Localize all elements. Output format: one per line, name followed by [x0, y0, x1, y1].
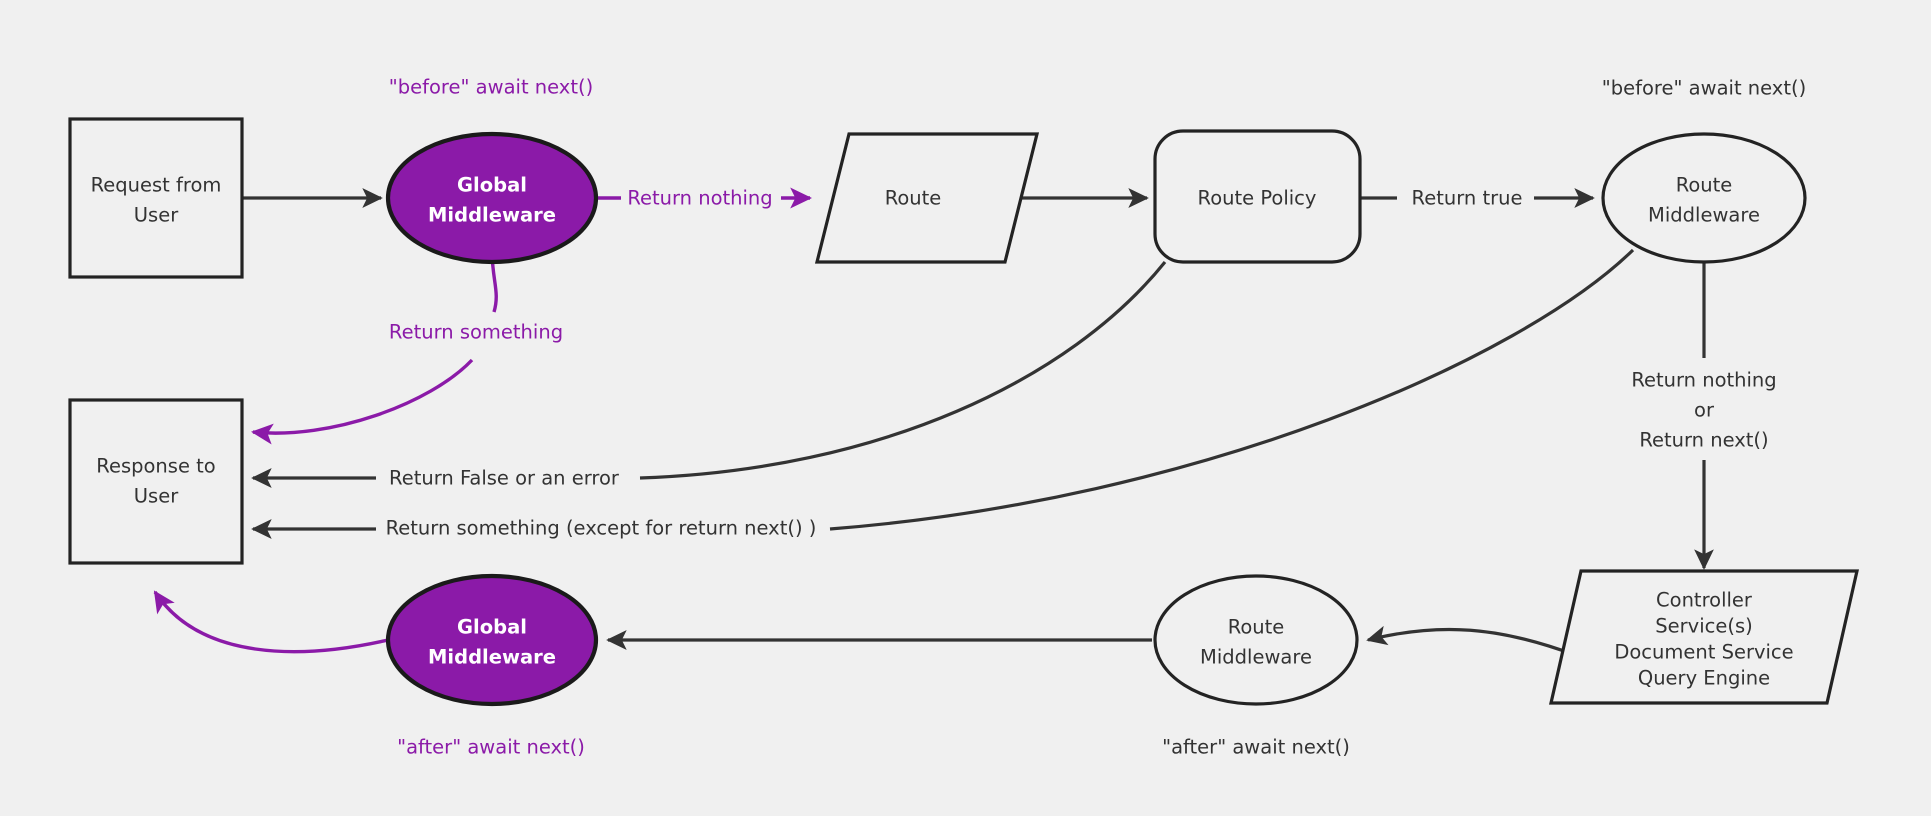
route-middleware-before-label-line1: Route	[1676, 174, 1733, 197]
route-label: Route	[885, 187, 942, 210]
route-middleware-before-shape	[1601, 132, 1807, 264]
edge-return-something-to-response	[251, 358, 474, 445]
global-middleware-before-label-line2: Middleware	[428, 204, 556, 227]
annotation-before-await-next-global: "before" await next()	[389, 76, 593, 99]
global-middleware-after-shape	[385, 573, 599, 707]
request-from-user-shape	[68, 117, 244, 279]
edge-label-return-false-or-error: Return False or an error	[389, 467, 620, 490]
edge-label-return-true: Return true	[1412, 187, 1523, 210]
response-to-user-label-line1: Response to	[96, 455, 215, 478]
route-middleware-after-shape	[1153, 574, 1359, 706]
annotation-after-await-next-route: "after" await next()	[1162, 736, 1350, 759]
global-middleware-before-shape	[385, 131, 599, 265]
node-route[interactable]: Route	[814, 132, 1040, 264]
request-from-user-label-line2: User	[134, 204, 179, 227]
global-middleware-before-label-line1: Global	[457, 174, 527, 197]
edge-route-policy-to-return-false-curve	[639, 260, 1167, 480]
edge-label-return-nothing: Return nothing	[627, 187, 772, 210]
controller-stack-shape	[1548, 569, 1860, 705]
node-global-middleware-after[interactable]: Global Middleware	[385, 573, 599, 707]
route-middleware-after-label-line2: Middleware	[1200, 646, 1312, 669]
controller-stack-label-line4: Query Engine	[1638, 667, 1770, 690]
node-route-policy[interactable]: Route Policy	[1153, 129, 1362, 264]
node-global-middleware-before[interactable]: Global Middleware	[385, 131, 599, 265]
request-from-user-label-line1: Request from	[91, 174, 222, 197]
annotation-before-await-next-route: "before" await next()	[1602, 77, 1806, 100]
controller-stack-label-line1: Controller	[1656, 589, 1753, 612]
edge-label-return-something-except: Return something (except for return next…	[386, 517, 817, 540]
response-to-user-label-line2: User	[134, 485, 179, 508]
edge-label-return-nothing-or-next-line3: Return next()	[1639, 429, 1768, 452]
edge-label-return-nothing-or-next-line2: or	[1694, 399, 1715, 422]
global-middleware-after-label-line1: Global	[457, 616, 527, 639]
edge-controller-to-route-middleware-after	[1366, 625, 1576, 657]
node-route-middleware-before[interactable]: Route Middleware	[1601, 132, 1807, 264]
route-policy-label: Route Policy	[1198, 187, 1317, 210]
route-shape	[814, 132, 1040, 264]
route-policy-shape	[1153, 129, 1362, 264]
node-request-from-user[interactable]: Request from User	[68, 117, 244, 279]
global-middleware-after-label-line2: Middleware	[428, 646, 556, 669]
controller-stack-label-line2: Service(s)	[1655, 615, 1752, 638]
response-to-user-shape	[68, 398, 244, 565]
edge-global-middleware-after-to-response	[153, 590, 389, 654]
edge-label-return-nothing-or-next-line1: Return nothing	[1631, 369, 1776, 392]
node-response-to-user[interactable]: Response to User	[68, 398, 244, 565]
edge-label-return-something: Return something	[389, 321, 563, 344]
controller-stack-label-line3: Document Service	[1614, 641, 1793, 664]
node-controller-stack[interactable]: Controller Service(s) Document Service Q…	[1548, 569, 1860, 705]
route-middleware-after-label-line1: Route	[1228, 616, 1285, 639]
edge-route-middleware-to-return-something-curve	[829, 248, 1635, 531]
node-route-middleware-after[interactable]: Route Middleware	[1153, 574, 1359, 706]
annotation-after-await-next-global: "after" await next()	[397, 736, 585, 759]
route-middleware-before-label-line2: Middleware	[1648, 204, 1760, 227]
